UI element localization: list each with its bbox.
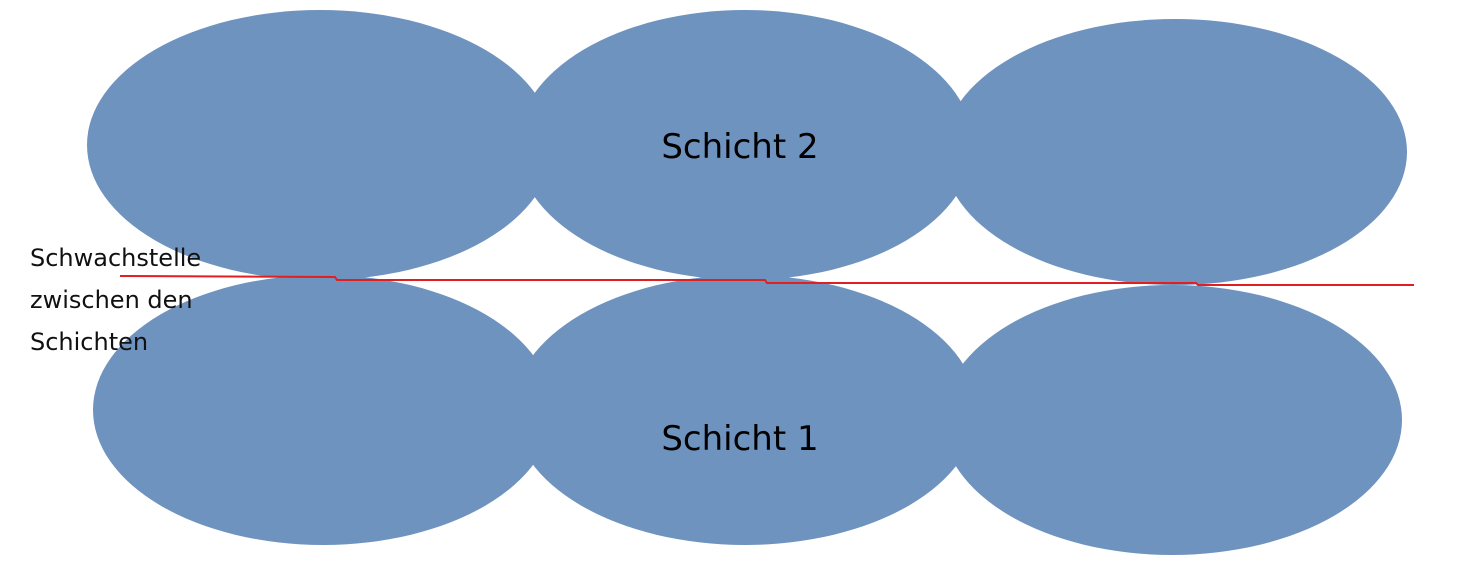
layer-1-ellipse-right (942, 285, 1402, 555)
layer-1-group: Schicht 1 (93, 275, 1402, 555)
weak-point-line (119, 275, 1414, 286)
layer-2-ellipse-center (517, 10, 973, 280)
layer-1-ellipse-center (513, 275, 977, 545)
layer-2-ellipse-left (87, 10, 553, 280)
weak-point-annotation: Schwachstelle zwischen den Schichten (30, 237, 250, 363)
layer-2-ellipse-right (943, 19, 1407, 285)
annotation-line-3: Schichten (30, 328, 149, 356)
layer-1-label: Schicht 1 (661, 419, 818, 459)
layer-1-ellipse-left (93, 275, 553, 545)
layer-2-label: Schicht 2 (661, 127, 818, 167)
annotation-line-1: Schwachstelle (30, 244, 202, 272)
annotation-line-2: zwischen den (30, 286, 193, 314)
layer-2-group: Schicht 2 (87, 10, 1407, 285)
